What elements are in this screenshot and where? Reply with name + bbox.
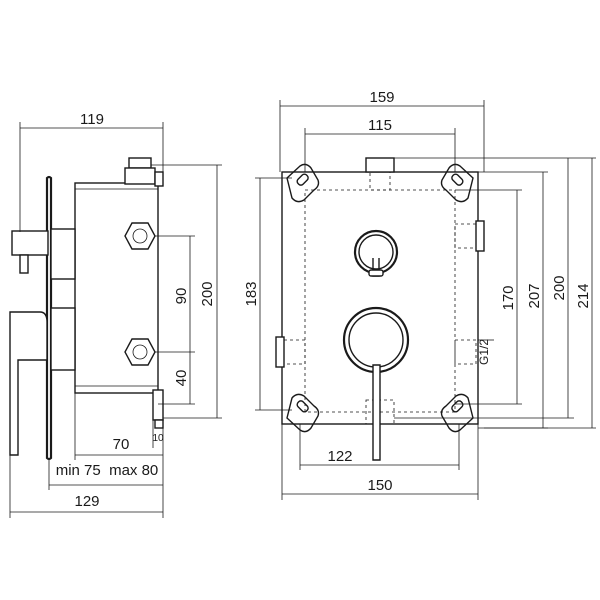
side-dim-90: 90 bbox=[173, 288, 190, 305]
front-top-connector bbox=[365, 157, 395, 173]
side-view: 119 90 40 200 10 70 min 75 max 80 129 bbox=[9, 111, 222, 518]
front-top-connector-neck bbox=[369, 171, 391, 191]
front-right-connector-upper bbox=[475, 220, 485, 252]
front-left-connector-lower-inner bbox=[283, 339, 306, 365]
side-lower-handle-base bbox=[50, 307, 76, 371]
front-dim-170: 170 bbox=[500, 285, 517, 310]
side-lower-lever bbox=[9, 311, 48, 456]
side-dim-10: 10 bbox=[152, 433, 164, 444]
front-view: 159 115 183 170 207 200 214 G1/2 bbox=[243, 89, 596, 500]
side-hex-nut-upper-core bbox=[132, 228, 148, 244]
front-ear-top-left bbox=[286, 163, 320, 203]
front-dim-207: 207 bbox=[526, 283, 543, 308]
side-body bbox=[74, 182, 159, 394]
front-lower-knob-outer bbox=[342, 306, 410, 374]
side-dim-119: 119 bbox=[80, 111, 104, 128]
side-dim-200: 200 bbox=[199, 281, 216, 306]
side-top-connector bbox=[128, 157, 152, 169]
front-left-connector-lower bbox=[275, 336, 285, 368]
side-hex-nut-lower bbox=[124, 338, 156, 366]
front-dim-214: 214 bbox=[575, 283, 592, 308]
side-dim-70: 70 bbox=[113, 436, 130, 453]
side-top-connector-neck bbox=[124, 167, 156, 185]
front-lower-lever bbox=[372, 364, 381, 461]
front-thread-label: G1/2 bbox=[477, 339, 491, 365]
front-right-connector-lower-inner bbox=[454, 339, 477, 365]
side-upper-handle bbox=[11, 230, 49, 256]
front-upper-knob-outer bbox=[353, 229, 399, 275]
side-dim-minmax: min 75 max 80 bbox=[56, 462, 159, 479]
front-ear-bottom-left bbox=[286, 393, 320, 433]
side-right-nub-top bbox=[154, 171, 164, 187]
side-hex-nut-lower-core bbox=[132, 344, 148, 360]
side-bottom-connector bbox=[152, 389, 164, 421]
front-lower-knob-inner bbox=[348, 312, 404, 368]
front-upper-knob-inner bbox=[358, 234, 394, 270]
side-dim-129: 129 bbox=[74, 493, 99, 510]
front-dim-183: 183 bbox=[243, 281, 260, 306]
front-dim-122: 122 bbox=[327, 448, 352, 465]
front-dim-115: 115 bbox=[368, 117, 392, 134]
front-dim-200: 200 bbox=[551, 275, 568, 300]
side-bottom-connector-foot bbox=[154, 419, 164, 429]
front-ear-bottom-right bbox=[440, 393, 474, 433]
side-upper-handle-base bbox=[50, 228, 76, 280]
side-hex-nut-upper bbox=[124, 222, 156, 250]
front-ear-top-right bbox=[440, 163, 474, 203]
front-dim-150: 150 bbox=[367, 477, 392, 494]
side-wall-plate bbox=[45, 175, 53, 461]
front-upper-knob-tip bbox=[368, 269, 384, 277]
side-upper-handle-tip bbox=[19, 254, 29, 274]
side-dim-40: 40 bbox=[173, 370, 190, 387]
front-right-connector-upper-inner bbox=[454, 223, 477, 249]
front-dim-159: 159 bbox=[369, 89, 394, 106]
